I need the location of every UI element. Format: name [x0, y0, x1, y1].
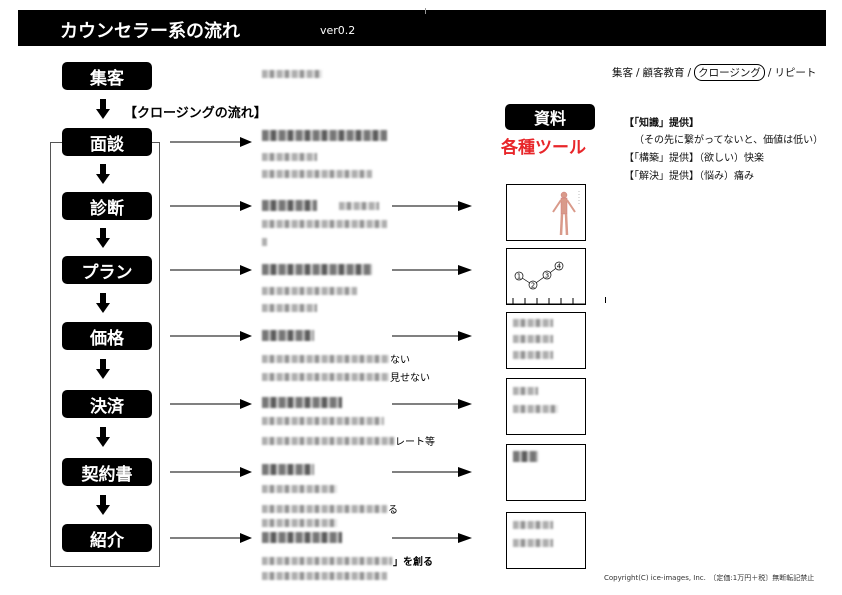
thumbnail-price [506, 312, 586, 369]
step-集客: 集客 [62, 62, 152, 90]
arrow-right-icon [392, 399, 472, 409]
value-note: 【「知識」提供】 [624, 118, 699, 129]
materials-badge: 資料 [505, 104, 595, 130]
arrow-right-icon [170, 331, 252, 341]
divider [425, 8, 426, 14]
arrow-down-icon [96, 359, 110, 379]
arrow-right-icon [392, 467, 472, 477]
visible-text: 見せない [390, 373, 430, 384]
arrow-right-icon [392, 331, 472, 341]
step-診断: 診断 [62, 192, 152, 220]
arrow-right-icon [170, 399, 252, 409]
breadcrumb: 集客/ 顧客教育/ クロージング/ リピート [612, 64, 816, 81]
step-価格: 価格 [62, 322, 152, 350]
closing-flow-label: 【クロージングの流れ】 [124, 106, 267, 121]
thumbnail-referral [506, 512, 586, 569]
visible-text: ない [390, 355, 410, 366]
arrow-right-icon [392, 265, 472, 275]
value-note: 【「構築」提供】（欲しい）快楽 [624, 153, 764, 164]
thumbnail-body-diagram [506, 184, 586, 241]
step-プラン: プラン [62, 256, 152, 284]
plan-node: 1 [517, 273, 521, 281]
breadcrumb-item: リピート [774, 67, 817, 79]
blurred-text [262, 70, 322, 78]
breadcrumb-item-current: クロージング [694, 64, 765, 81]
human-body-icon [552, 191, 580, 236]
plan-node: 4 [557, 263, 562, 271]
visible-text: レート等 [395, 437, 435, 448]
arrow-right-icon [170, 533, 252, 543]
version-label: ver0.2 [320, 24, 356, 37]
plan-node: 2 [531, 282, 535, 290]
page-title: カウンセラー系の流れ [60, 21, 240, 42]
footer-copyright: Copyright(C) ice-images, Inc. 〔定価:1万円＋税〕… [604, 574, 815, 582]
arrow-right-icon [170, 137, 252, 147]
step-面談: 面談 [62, 128, 152, 156]
arrow-right-icon [170, 201, 252, 211]
arrow-down-icon [96, 99, 110, 119]
header-bar [18, 10, 826, 46]
breadcrumb-item: 顧客教育 [642, 67, 685, 79]
separator: / [767, 66, 772, 79]
step-紹介: 紹介 [62, 524, 152, 552]
closing-bracket [50, 142, 160, 567]
arrow-down-icon [96, 164, 110, 184]
separator: / [687, 66, 692, 79]
materials-subtitle: 各種ツール [501, 138, 586, 158]
visible-text: る [388, 505, 398, 516]
thumbnail-payment [506, 378, 586, 435]
arrow-down-icon [96, 427, 110, 447]
arrow-down-icon [96, 495, 110, 515]
blurred-heading [262, 130, 387, 141]
arrow-down-icon [96, 228, 110, 248]
arrow-right-icon [170, 467, 252, 477]
separator: / [636, 66, 640, 79]
breadcrumb-item: 集客 [612, 67, 633, 79]
arrow-right-icon [170, 265, 252, 275]
arrow-right-icon [392, 201, 472, 211]
thumbnail-contract [506, 444, 586, 501]
arrow-right-icon [392, 533, 472, 543]
arrow-down-icon [96, 293, 110, 313]
step-決済: 決済 [62, 390, 152, 418]
value-note: 【「解決」提供】（悩み）痛み [624, 171, 754, 182]
step-契約書: 契約書 [62, 458, 152, 486]
plan-node: 3 [545, 272, 549, 280]
value-note: （その先に繋がってないと、価値は低い） [634, 135, 824, 146]
visible-text: 」を創る [393, 557, 433, 568]
